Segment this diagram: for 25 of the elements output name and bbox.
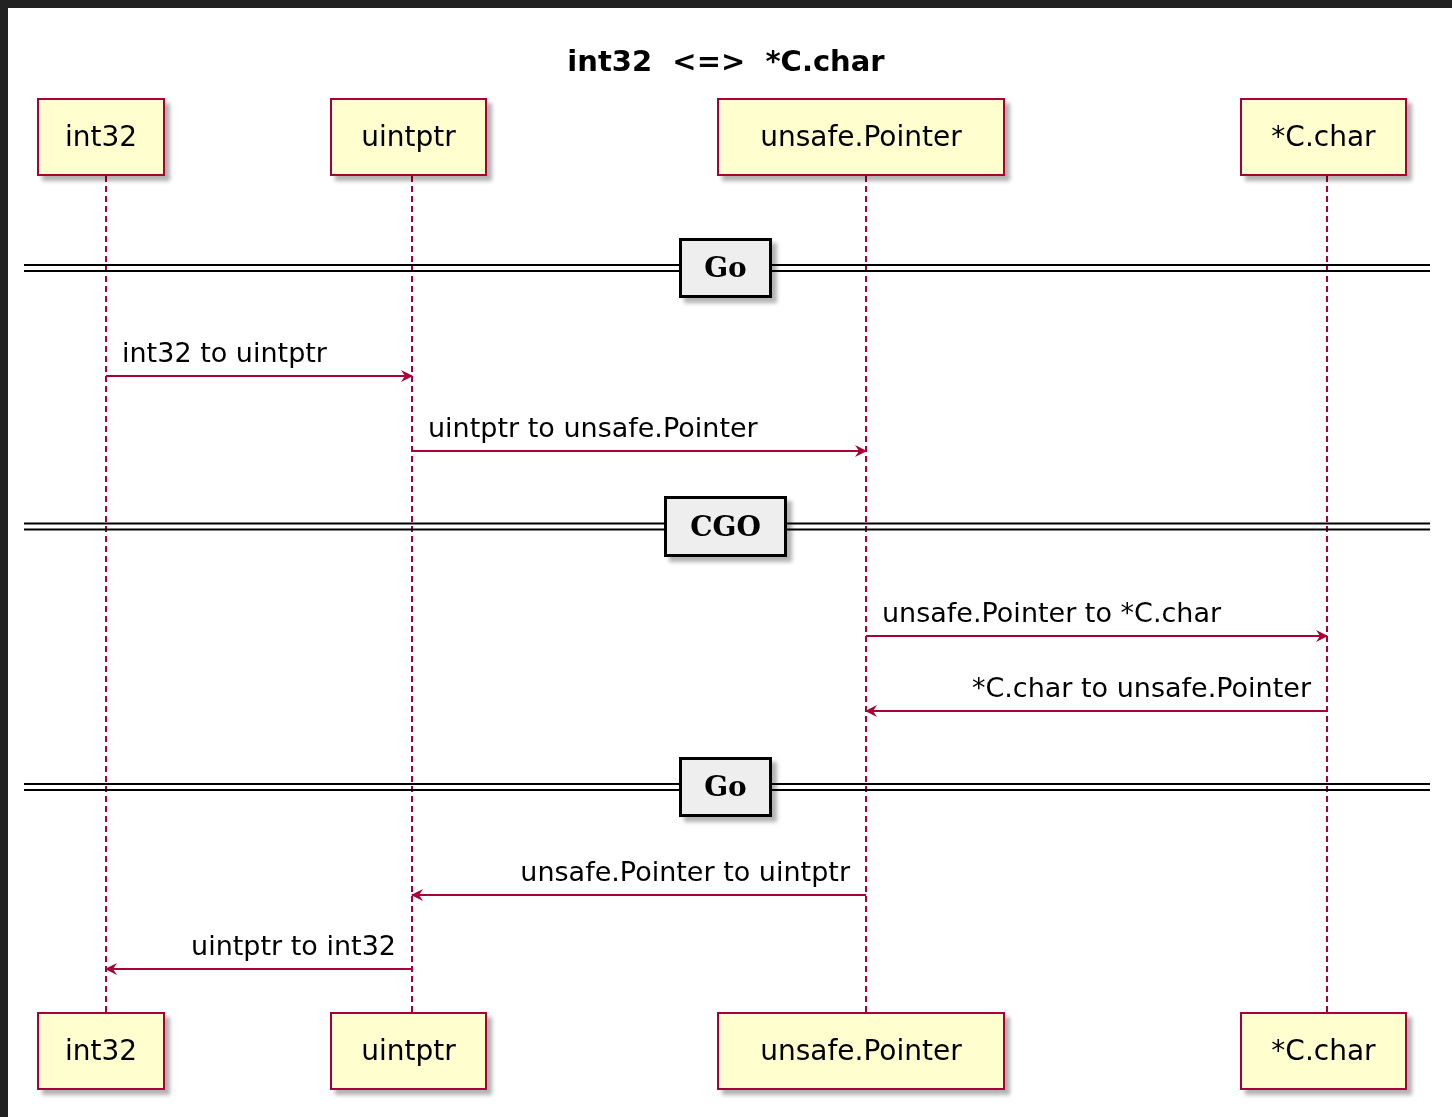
message-arrow	[865, 630, 1328, 642]
message-label: uintptr to int32	[191, 932, 396, 959]
lifeline	[1326, 176, 1328, 1012]
message-label: int32 to uintptr	[122, 339, 327, 366]
message-arrow	[865, 705, 1328, 717]
message-label: *C.char to unsafe.Pointer	[971, 674, 1311, 701]
participant-box: uintptr	[330, 98, 487, 176]
participant-box: unsafe.Pointer	[717, 1012, 1005, 1090]
lifeline	[105, 176, 107, 1012]
message-label: uintptr to unsafe.Pointer	[428, 414, 758, 441]
participant-box: *C.char	[1240, 1012, 1407, 1090]
message-arrow	[411, 889, 867, 901]
lifeline	[865, 176, 867, 1012]
participant-box: unsafe.Pointer	[717, 98, 1005, 176]
participant-box: uintptr	[330, 1012, 487, 1090]
message-arrow	[105, 963, 413, 975]
message-label: unsafe.Pointer to uintptr	[520, 858, 850, 885]
message-label: unsafe.Pointer to *C.char	[882, 599, 1222, 626]
diagram-title: int32 <=> *C.char	[566, 43, 886, 80]
participant-box: int32	[37, 1012, 165, 1090]
lifeline	[411, 176, 413, 1012]
participant-box: int32	[37, 98, 165, 176]
participant-box: *C.char	[1240, 98, 1407, 176]
message-arrow	[411, 445, 867, 457]
message-arrow	[105, 370, 413, 382]
